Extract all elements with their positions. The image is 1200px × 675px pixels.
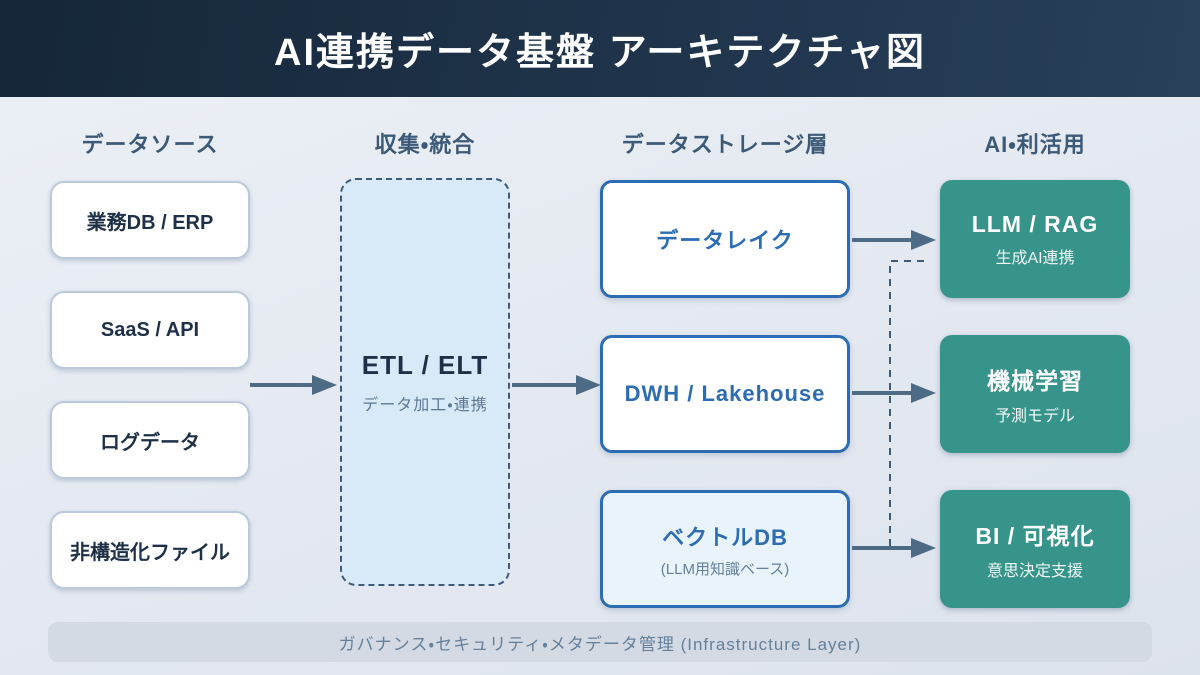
storage-box-title: ベクトルDB [662,524,788,550]
column-heading-ai: AI・利活用 [984,132,1086,157]
column-heading-ingestion: 収集・統合 [374,132,476,157]
ai-box-llm-rag: LLM / RAG 生成AI連携 [940,180,1130,298]
ai-box-subtitle: 生成AI連携 [995,249,1075,267]
ai-box-machine-learning: 機械学習 予測モデル [940,335,1130,453]
page-title: AI連携データ基盤 アーキテクチャ図 [274,32,926,74]
source-box-label: SaaS / API [100,318,200,341]
arrow-datalake-to-llm [852,230,936,250]
infrastructure-layer-bar: ガバナンス・セキュリティ・メタデータ管理 (Infrastructure Lay… [48,622,1152,662]
source-box-log-data: ログデータ [50,401,250,479]
etl-box: ETL / ELT データ加工・連携 [340,178,510,586]
ai-box-bi-visualization: BI / 可視化 意思決定支援 [940,490,1130,608]
source-box-label: 非構造化ファイル [70,541,230,564]
source-box-saas-api: SaaS / API [50,291,250,369]
column-heading-sources: データソース [81,132,219,157]
ai-box-title: 機械学習 [987,368,1083,394]
etl-title: ETL / ELT [361,349,489,380]
storage-box-data-lake: データレイク [600,180,850,298]
storage-box-vector-db: ベクトルDB (LLM用知識ベース) [600,490,850,608]
etl-subtitle: データ加工・連携 [362,396,488,414]
arrow-vectordb-to-bi [852,538,936,558]
title-bar: AI連携データ基盤 アーキテクチャ図 [0,0,1200,97]
dashed-connector-vectordb-to-llm [889,260,928,546]
ai-box-title: BI / 可視化 [975,523,1095,549]
ai-box-title: LLM / RAG [971,210,1099,237]
storage-box-title: DWH / Lakehouse [624,381,826,406]
storage-box-title: データレイク [656,228,794,253]
ai-box-subtitle: 意思決定支援 [986,563,1083,580]
column-heading-storage: データストレージ層 [621,132,829,157]
arrow-sources-to-etl [250,375,337,395]
source-box-business-db: 業務DB / ERP [50,181,250,259]
storage-box-subtitle: (LLM用知識ベース) [660,560,790,578]
storage-box-dwh-lakehouse: DWH / Lakehouse [600,335,850,453]
source-box-label: 業務DB / ERP [86,211,214,234]
source-box-label: ログデータ [100,431,200,454]
source-box-unstructured-files: 非構造化ファイル [50,511,250,589]
arrow-dwh-to-ml [852,383,936,403]
ai-box-subtitle: 予測モデル [994,408,1075,425]
infrastructure-layer-label: ガバナンス・セキュリティ・メタデータ管理 (Infrastructure Lay… [338,634,862,654]
arrow-etl-to-dwh [512,375,601,395]
